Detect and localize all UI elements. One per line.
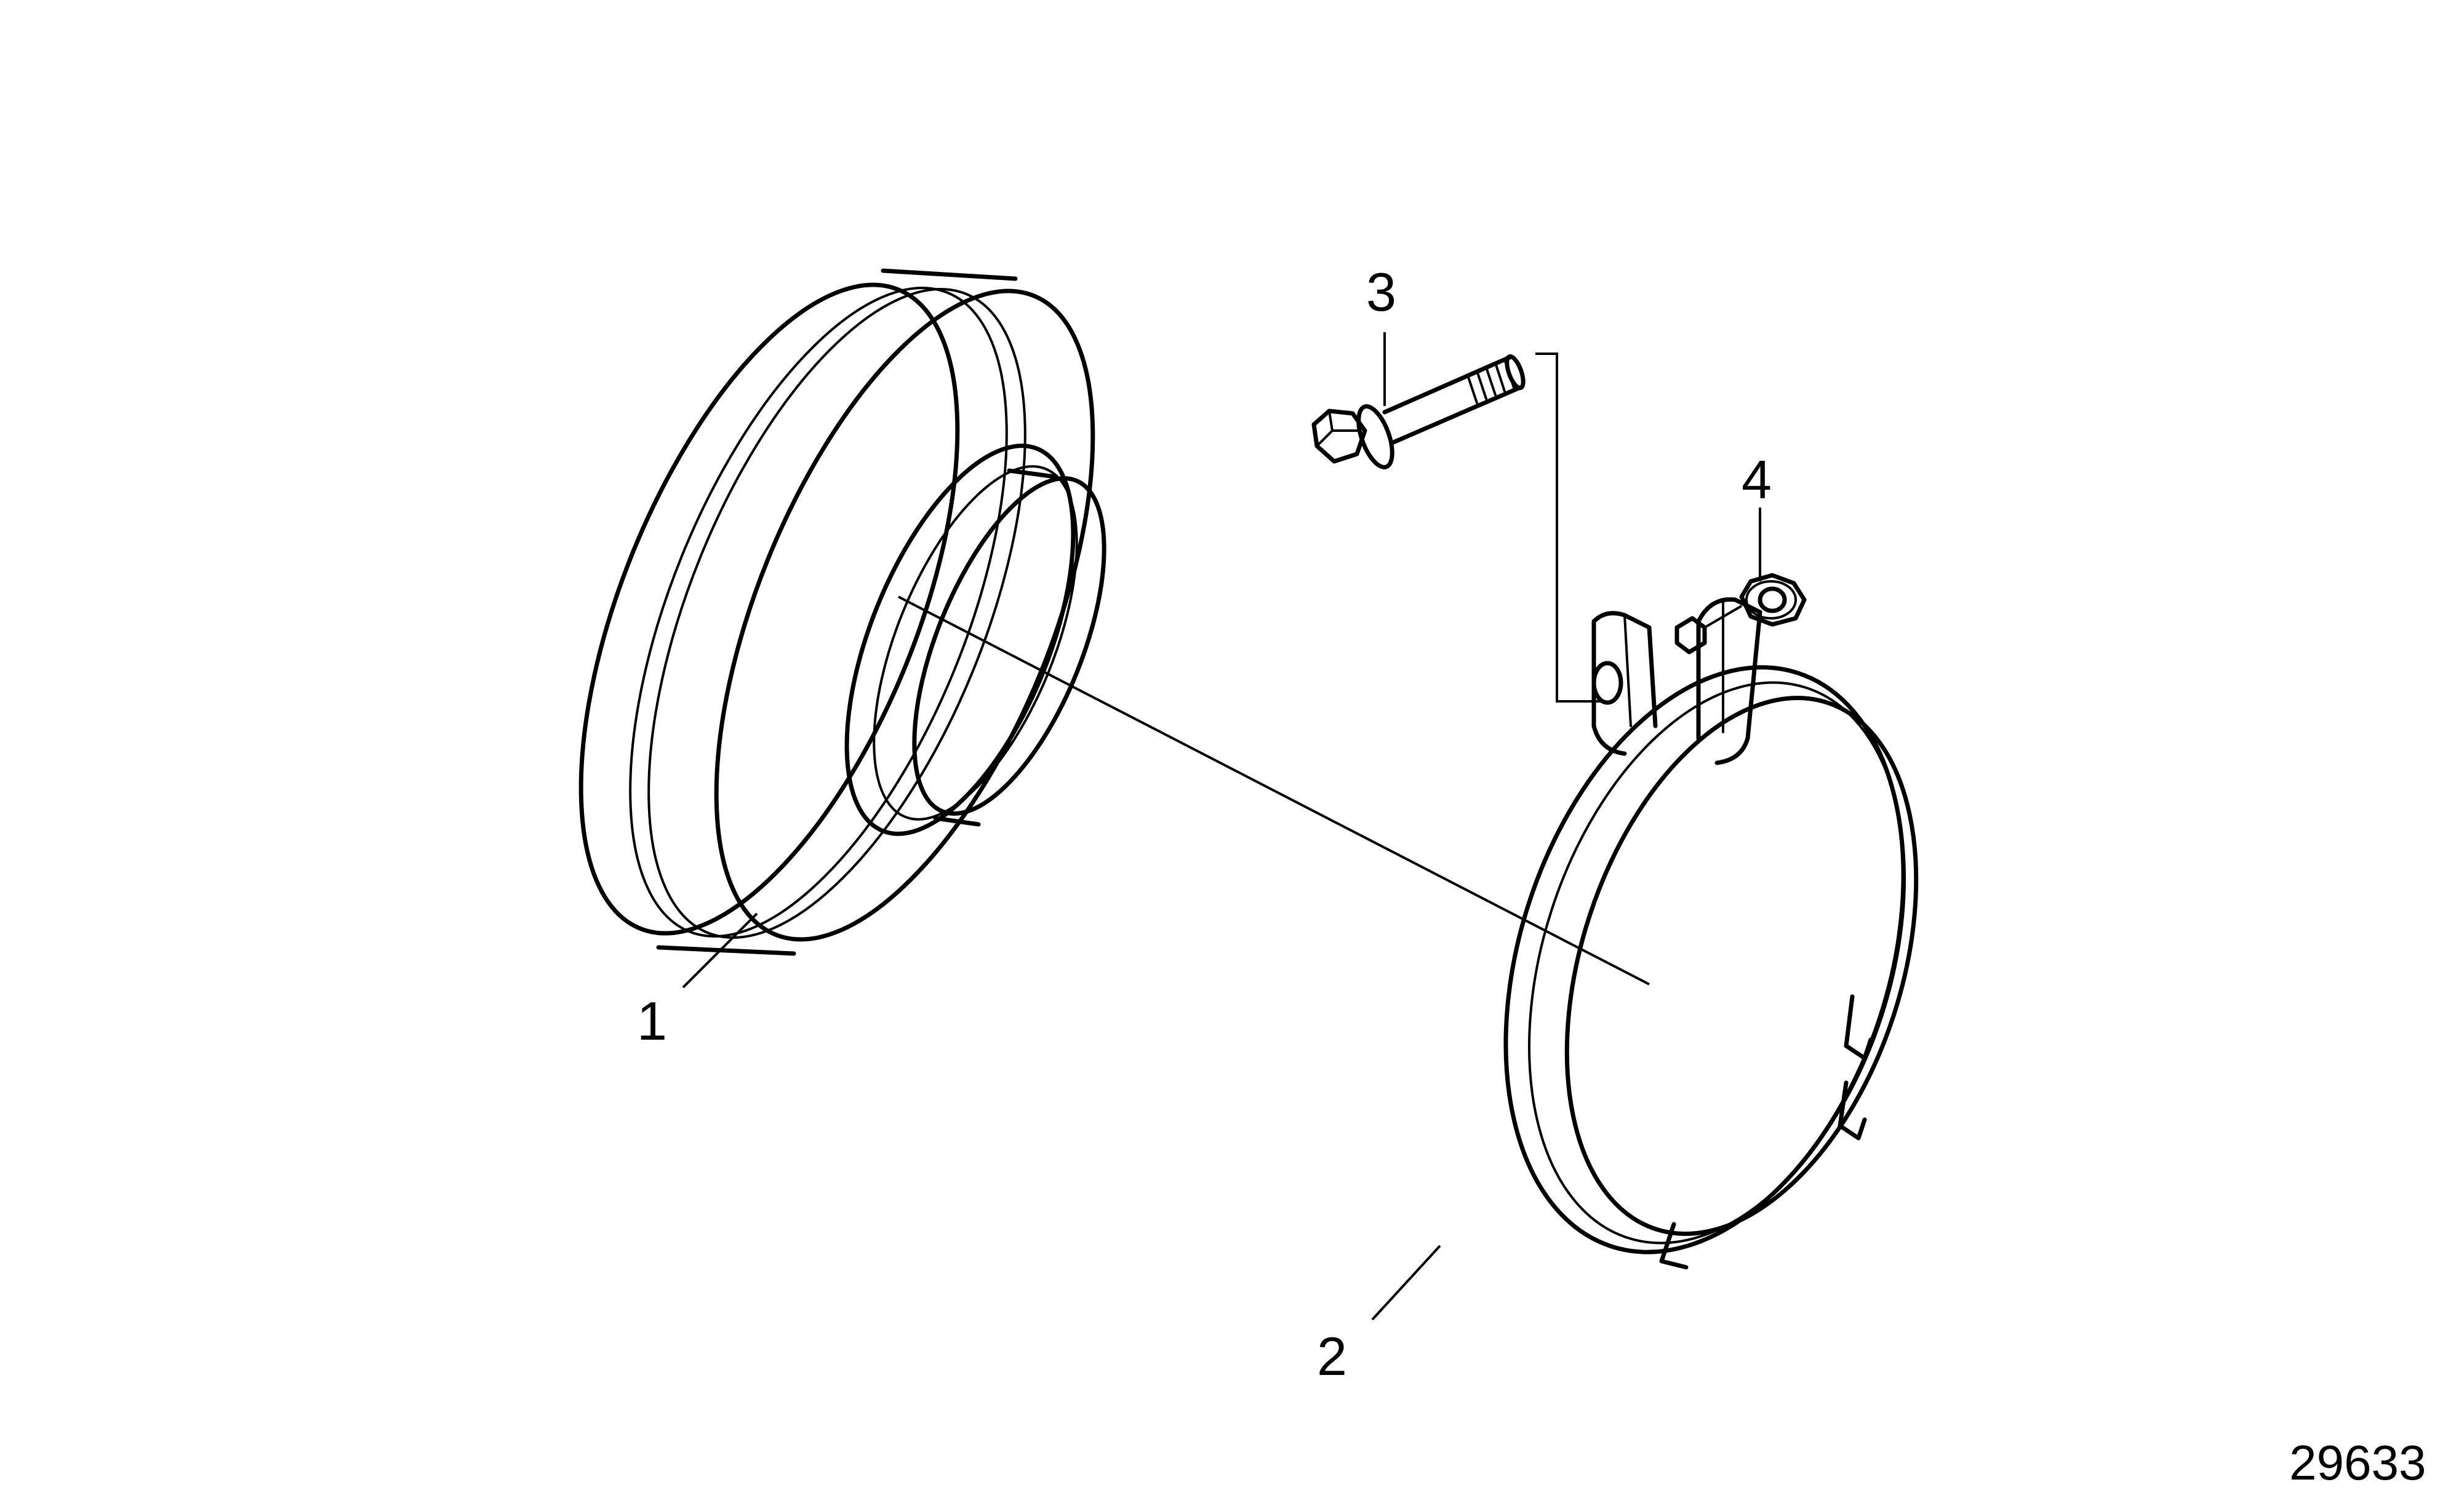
callout-3: 3 [1366,261,1396,322]
part-3-flange-bolt [1311,354,1526,469]
nut-path-line [1703,605,1743,629]
figure-number: 29633 [2289,1435,2426,1490]
callout-4: 4 [1742,449,1772,510]
leader-1 [682,912,758,989]
part-4-flange-nut [1739,573,1807,627]
callout-1: 1 [637,990,667,1051]
part-2-clamp-band [1503,597,1919,1270]
leader-2 [1371,1245,1441,1321]
centerline [898,596,1650,986]
callout-2: 2 [1317,1326,1347,1387]
part-1-rubber-ring [578,268,1106,956]
bolt-path-line [1535,353,1603,703]
